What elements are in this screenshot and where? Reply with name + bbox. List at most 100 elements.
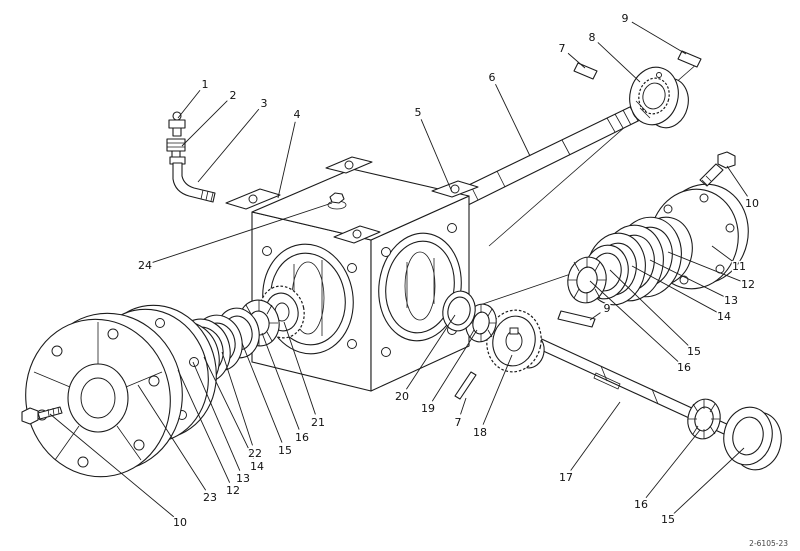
bolt-hole — [155, 318, 165, 328]
callout-leader-14 — [631, 265, 718, 313]
callout-number-19: 19 — [421, 402, 435, 415]
bolt-hole — [381, 347, 391, 357]
bolt-head — [21, 407, 39, 425]
housing-top-face — [251, 168, 470, 241]
callout-leader-7 — [567, 52, 586, 69]
bolt-hole — [663, 204, 673, 214]
bolt-shank — [699, 163, 724, 187]
shaft-key — [557, 310, 596, 328]
bevel-gear — [259, 285, 305, 339]
tab-hole — [248, 194, 258, 204]
callout-number-9: 9 — [622, 12, 629, 25]
callout-leader-15 — [673, 447, 745, 514]
coupling-spline-ring — [638, 77, 670, 115]
callout-number-12: 12 — [741, 278, 755, 291]
bolt-head — [717, 151, 736, 169]
callout-leader-13 — [192, 361, 241, 471]
fitting-hex — [168, 119, 186, 129]
callout-number-15: 15 — [661, 513, 675, 526]
callout-number-16: 16 — [677, 361, 691, 374]
callout-leader-lines — [49, 21, 748, 518]
bore-interior-lines — [406, 258, 435, 308]
callout-leader-11 — [711, 245, 733, 262]
callout-leader-4 — [277, 121, 296, 199]
callout-number-15: 15 — [278, 444, 292, 457]
bolt-hole — [148, 375, 160, 387]
plug-hex — [329, 192, 345, 204]
bearing-bore — [694, 406, 714, 432]
callout-number-14: 14 — [250, 460, 264, 473]
callout-number-7: 7 — [559, 42, 566, 55]
callout-number-12: 12 — [226, 484, 240, 497]
shaft-spline-ticks — [606, 106, 639, 133]
cover-bore — [80, 377, 116, 419]
cap-face — [723, 406, 773, 466]
callout-leader-3 — [197, 108, 260, 183]
callout-leader-17 — [570, 401, 621, 471]
bearing-rollers — [688, 399, 720, 439]
callout-number-21: 21 — [311, 416, 325, 429]
callout-number-11: 11 — [732, 260, 746, 273]
callout-leader-8 — [597, 42, 641, 83]
callout-number-14: 14 — [717, 310, 731, 323]
callout-number-8: 8 — [589, 31, 596, 44]
gear-face — [492, 315, 536, 367]
callout-number-7: 7 — [455, 416, 462, 429]
callout-leader-12 — [177, 369, 231, 483]
callout-number-16: 16 — [295, 431, 309, 444]
callout-number-10: 10 — [173, 516, 187, 529]
elbow-hex — [169, 156, 186, 165]
gearbox-housing — [225, 156, 479, 392]
elbow-body — [172, 162, 216, 203]
callout-leader-19 — [431, 329, 478, 402]
bore-interior — [404, 251, 436, 321]
coupling-pin-hole — [656, 72, 662, 78]
bolt-hole — [107, 328, 119, 340]
callout-number-24: 24 — [138, 259, 152, 272]
input-shaft-assembly — [441, 50, 702, 214]
bolt-hole — [189, 357, 199, 367]
tab-hole — [352, 229, 362, 239]
callout-number-16: 16 — [634, 498, 648, 511]
callout-number-5: 5 — [415, 106, 422, 119]
coupling — [629, 66, 689, 129]
callout-leader-22 — [221, 351, 253, 446]
bolt-threads — [701, 175, 712, 186]
bolt-hole — [725, 223, 735, 233]
hex-bolt — [699, 151, 736, 187]
callout-leader-13 — [649, 259, 725, 297]
callout-leader-10 — [49, 413, 175, 518]
bearing-cone — [567, 256, 607, 304]
grease-fitting-tip — [168, 111, 186, 137]
callout-leader-24 — [152, 202, 333, 263]
bearing-cap — [723, 406, 782, 471]
key-right — [677, 50, 702, 68]
fitting-thread-lines — [167, 142, 185, 148]
key-upper — [573, 62, 598, 80]
input-shaft — [443, 104, 643, 214]
callout-number-1: 1 — [202, 78, 209, 91]
callout-number-13: 13 — [236, 472, 250, 485]
callout-number-18: 18 — [473, 426, 487, 439]
bolt-hole — [133, 439, 145, 451]
callout-leader-1 — [177, 89, 201, 119]
callout-number-15: 15 — [687, 345, 701, 358]
bolt-hole — [381, 247, 391, 257]
callout-leader-10 — [726, 165, 748, 197]
cap-bore — [732, 416, 764, 456]
callout-number-9: 9 — [604, 302, 611, 315]
bearing-cup-race — [447, 296, 471, 326]
callout-number-23: 23 — [203, 491, 217, 504]
callout-leader-5 — [420, 119, 453, 193]
tab-hole — [344, 160, 354, 170]
callout-leader-12 — [667, 251, 741, 282]
lubrication-fittings — [166, 111, 216, 203]
callout-leader-15 — [241, 342, 283, 443]
keyway-slot — [593, 372, 621, 390]
callout-number-2: 2 — [230, 89, 237, 102]
left-cover-assembly — [21, 285, 305, 478]
callout-number-10: 10 — [745, 197, 759, 210]
